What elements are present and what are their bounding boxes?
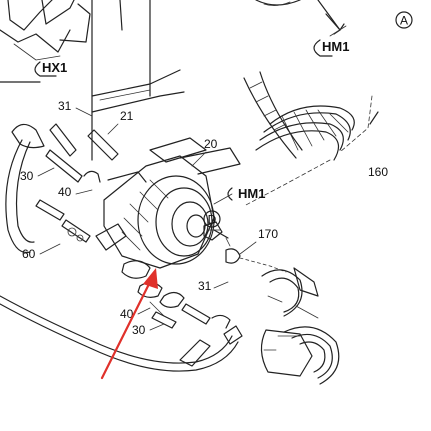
label-20: 20 [204, 137, 218, 151]
lower-right-bracket [293, 267, 319, 319]
dashed-leader-upper-right [243, 95, 379, 207]
label-31-mid: 31 [198, 279, 212, 293]
bottom-small-fittings [137, 281, 177, 329]
left-loop-hose [5, 139, 35, 254]
callout-d: D [203, 210, 221, 228]
hm1-mid-label: HM1 [238, 186, 265, 201]
callout-a-text: A [400, 14, 408, 28]
hose-coil-upper [255, 105, 355, 161]
bottom-hose [0, 295, 243, 372]
label-30-bottom: 30 [132, 323, 146, 337]
vertical-frame [0, 0, 185, 161]
hx1-connector: HX1 [34, 60, 67, 77]
left-small-fittings [35, 149, 101, 243]
red-pointer-arrow [100, 268, 158, 380]
label-170: 170 [258, 227, 278, 241]
top-center-bolt [255, 0, 301, 6]
label-160: 160 [368, 165, 388, 179]
top-left-bracket [0, 0, 123, 61]
hose-long-diagonal [243, 71, 303, 159]
label-31-top: 31 [58, 99, 72, 113]
label-21: 21 [120, 109, 134, 123]
label-60: 60 [22, 247, 36, 261]
label-30-left: 30 [20, 169, 34, 183]
top-right-pin [317, 0, 345, 35]
label-40-bottom: 40 [120, 307, 134, 321]
arrow-head [143, 268, 158, 289]
center-small-fittings [121, 260, 231, 329]
callout-d-text: D [208, 213, 217, 227]
pump-motor-assembly [95, 137, 241, 269]
callout-a: A [329, 11, 413, 37]
lower-right-hose-coil [260, 269, 340, 385]
label-40-left: 40 [58, 185, 72, 199]
hm1-top-label: HM1 [322, 39, 349, 54]
hx1-label: HX1 [42, 60, 67, 75]
right-fitting-near-170 [225, 248, 287, 273]
arrow-shaft [100, 280, 152, 380]
left-fitting-31 [11, 123, 119, 161]
hm1-connector-top: HM1 [313, 39, 349, 57]
